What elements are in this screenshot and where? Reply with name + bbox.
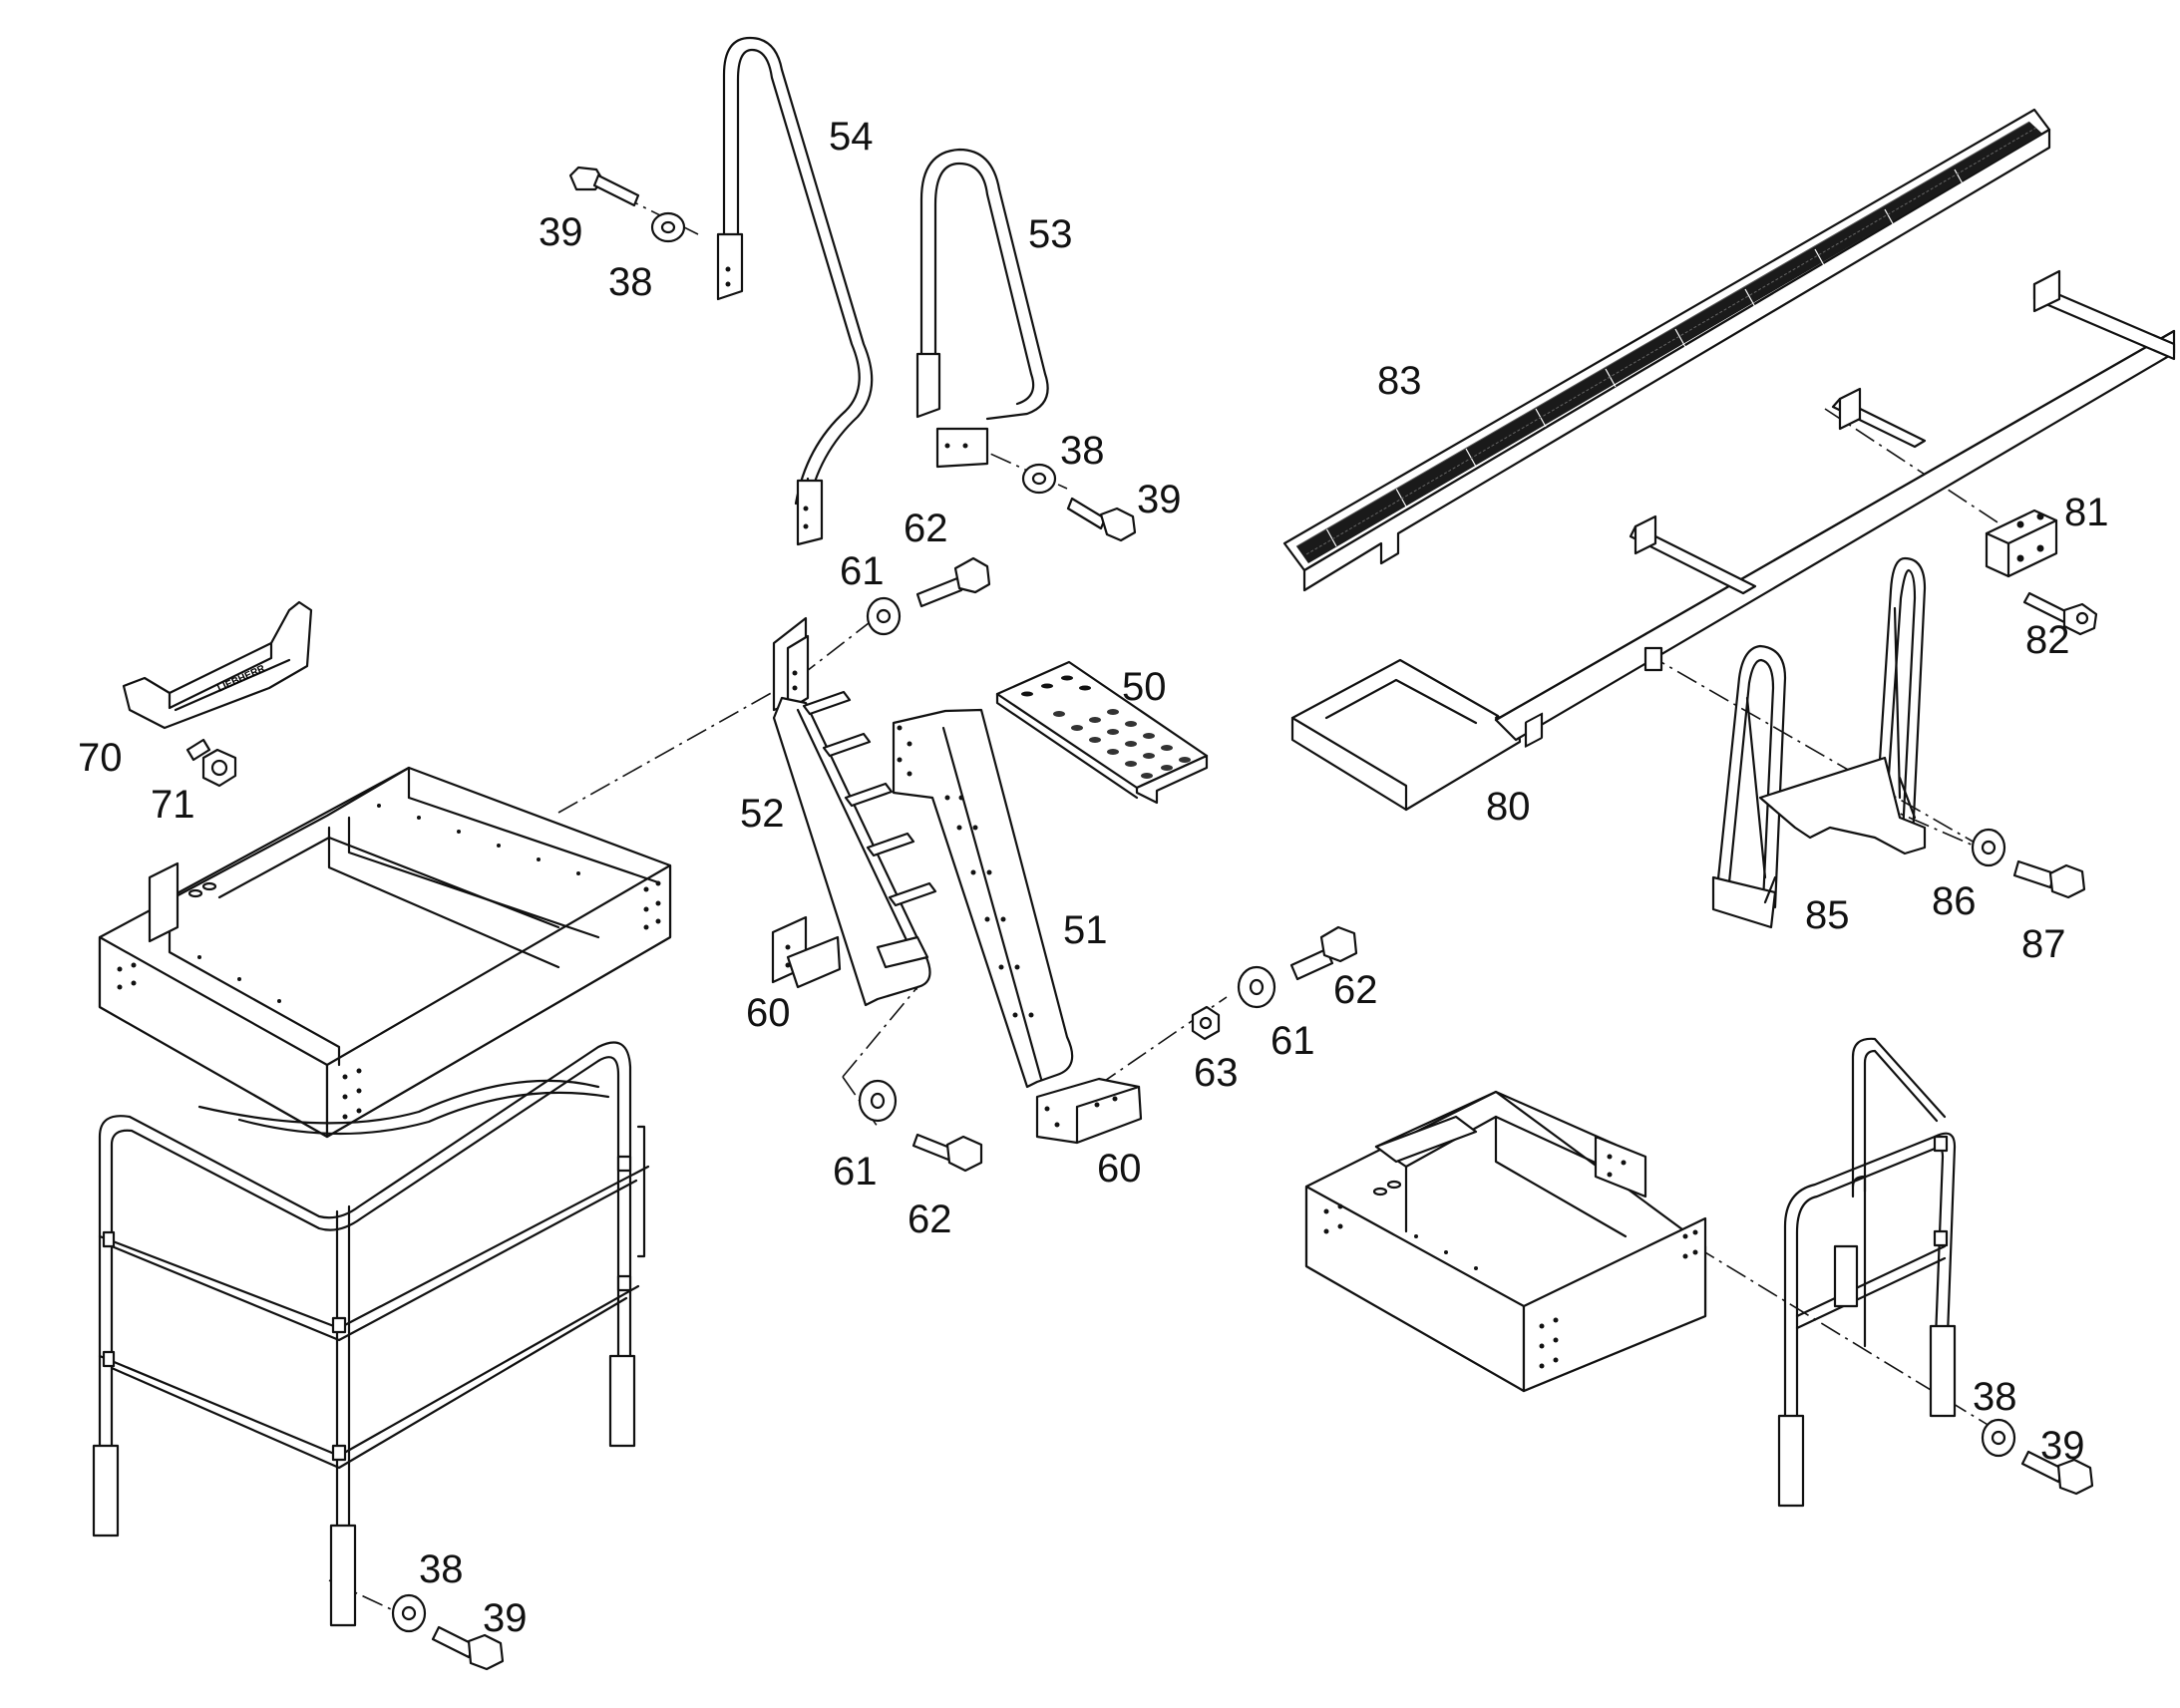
callout-61-c: 61 xyxy=(833,1150,878,1194)
walkway-frame-80 xyxy=(1290,269,2176,812)
callout-86: 86 xyxy=(1932,879,1977,923)
bolt-87 xyxy=(2012,859,2086,899)
callout-52: 52 xyxy=(740,792,785,836)
callout-62-b: 62 xyxy=(1333,968,1378,1012)
left-handrail xyxy=(92,1041,650,1627)
right-handrail xyxy=(1777,1037,1957,1508)
callout-87: 87 xyxy=(2021,922,2066,966)
ladder-52 xyxy=(771,616,937,1007)
callout-53: 53 xyxy=(1028,212,1073,256)
bolt-39-b xyxy=(1066,497,1137,542)
handle-mount-plate xyxy=(716,232,744,301)
callout-50: 50 xyxy=(1122,665,1167,709)
washer-38-d xyxy=(1981,1418,2016,1458)
bolt-39-d xyxy=(2020,1450,2094,1496)
washer-38-c xyxy=(391,1593,427,1633)
callout-62-a: 62 xyxy=(904,507,948,550)
stringer-51 xyxy=(892,708,1143,1145)
bolt-62-b xyxy=(1289,925,1358,981)
side-handrail-85 xyxy=(1711,556,1927,929)
nut-63 xyxy=(1191,1005,1221,1041)
callout-82: 82 xyxy=(2025,618,2070,662)
nameplate-bracket-70: LIEBHERR xyxy=(122,600,313,730)
handle-mount-plate xyxy=(935,427,989,469)
bolt-39-c xyxy=(431,1625,505,1671)
washer-38-a xyxy=(650,211,686,243)
washer-86 xyxy=(1971,828,2006,867)
handle-mount-plate xyxy=(796,479,824,546)
left-box-frame xyxy=(98,766,672,1139)
callout-38-b: 38 xyxy=(1060,429,1105,473)
callout-61-b: 61 xyxy=(1271,1019,1315,1063)
callout-63: 63 xyxy=(1194,1051,1239,1095)
callout-39-b: 39 xyxy=(1137,478,1182,521)
callout-38-a: 38 xyxy=(608,260,653,304)
step-plate-50 xyxy=(995,660,1209,805)
handle-mount-plate xyxy=(915,352,941,419)
callout-39-c: 39 xyxy=(2040,1424,2085,1468)
bolt-39-a xyxy=(568,166,640,207)
right-box-frame xyxy=(1304,1090,1707,1393)
bolt-71 xyxy=(185,738,237,788)
callout-labels: 54 53 39 38 38 39 62 61 83 81 82 50 70 7… xyxy=(78,115,2109,1640)
callout-60-a: 60 xyxy=(746,991,791,1035)
clamp-block-81 xyxy=(1985,509,2058,578)
grab-handle-53 xyxy=(915,148,1049,469)
callout-80: 80 xyxy=(1486,785,1531,829)
washer-61-a xyxy=(866,596,902,636)
callout-54: 54 xyxy=(829,115,874,159)
washer-38-b xyxy=(1021,463,1057,495)
stringer-bottom-bracket xyxy=(1035,1077,1143,1145)
callout-38-d: 38 xyxy=(419,1547,464,1591)
bolt-62-a xyxy=(915,556,991,608)
washer-61-b xyxy=(1237,965,1276,1009)
callout-71: 71 xyxy=(151,783,195,827)
callout-39-d: 39 xyxy=(483,1596,528,1640)
callout-60-b: 60 xyxy=(1097,1147,1142,1191)
callout-39-a: 39 xyxy=(539,210,583,254)
callout-38-c: 38 xyxy=(1973,1375,2017,1419)
grab-handle-54 xyxy=(716,36,874,546)
callout-85: 85 xyxy=(1805,893,1850,937)
callout-62-c: 62 xyxy=(908,1197,952,1241)
callout-83: 83 xyxy=(1377,359,1422,403)
bolt-62-c xyxy=(911,1133,983,1173)
callout-81: 81 xyxy=(2064,491,2109,534)
callout-51: 51 xyxy=(1063,908,1108,952)
washer-61-c xyxy=(858,1079,898,1123)
callout-70: 70 xyxy=(78,736,123,780)
callout-61-a: 61 xyxy=(840,549,885,593)
bolt-82 xyxy=(2022,591,2098,636)
walkway-grating-83 xyxy=(1282,108,2051,592)
